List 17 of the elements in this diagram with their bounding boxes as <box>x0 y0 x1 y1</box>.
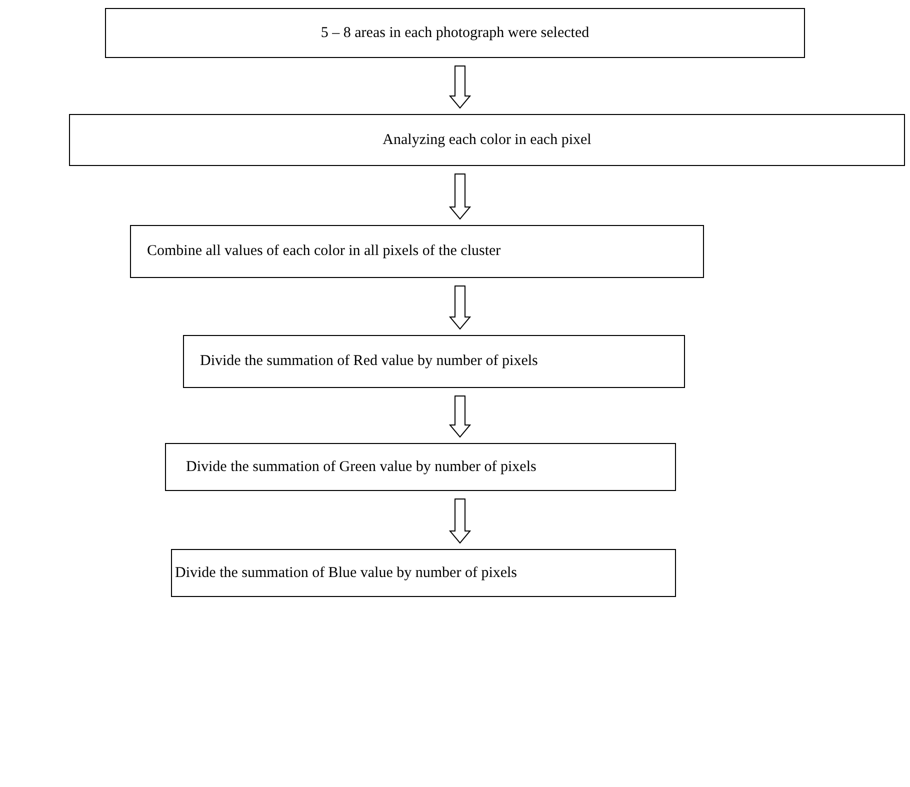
step-text: Combine all values of each color in all pixels of the cluster <box>147 242 501 262</box>
step-text: 5 – 8 areas in each photograph were selected <box>320 24 590 43</box>
step-text: Divide the summation of Red value by number of pixels <box>200 352 538 372</box>
step-text: Divide the summation of Blue value by number of pixels <box>175 564 518 583</box>
hollow-down-arrow <box>448 498 472 544</box>
process-box <box>183 335 685 388</box>
hollow-down-arrow <box>448 396 472 438</box>
hollow-down-arrow <box>448 174 472 220</box>
process-box <box>165 443 676 491</box>
process-box <box>130 225 704 278</box>
step-text: Analyzing each color in each pixel <box>382 130 592 150</box>
hollow-down-arrow <box>448 286 472 330</box>
process-box <box>69 114 905 166</box>
process-box <box>105 8 805 58</box>
process-box <box>171 549 676 597</box>
step-text: Divide the summation of Green value by number of pixels <box>186 458 536 477</box>
hollow-down-arrow <box>448 66 472 109</box>
